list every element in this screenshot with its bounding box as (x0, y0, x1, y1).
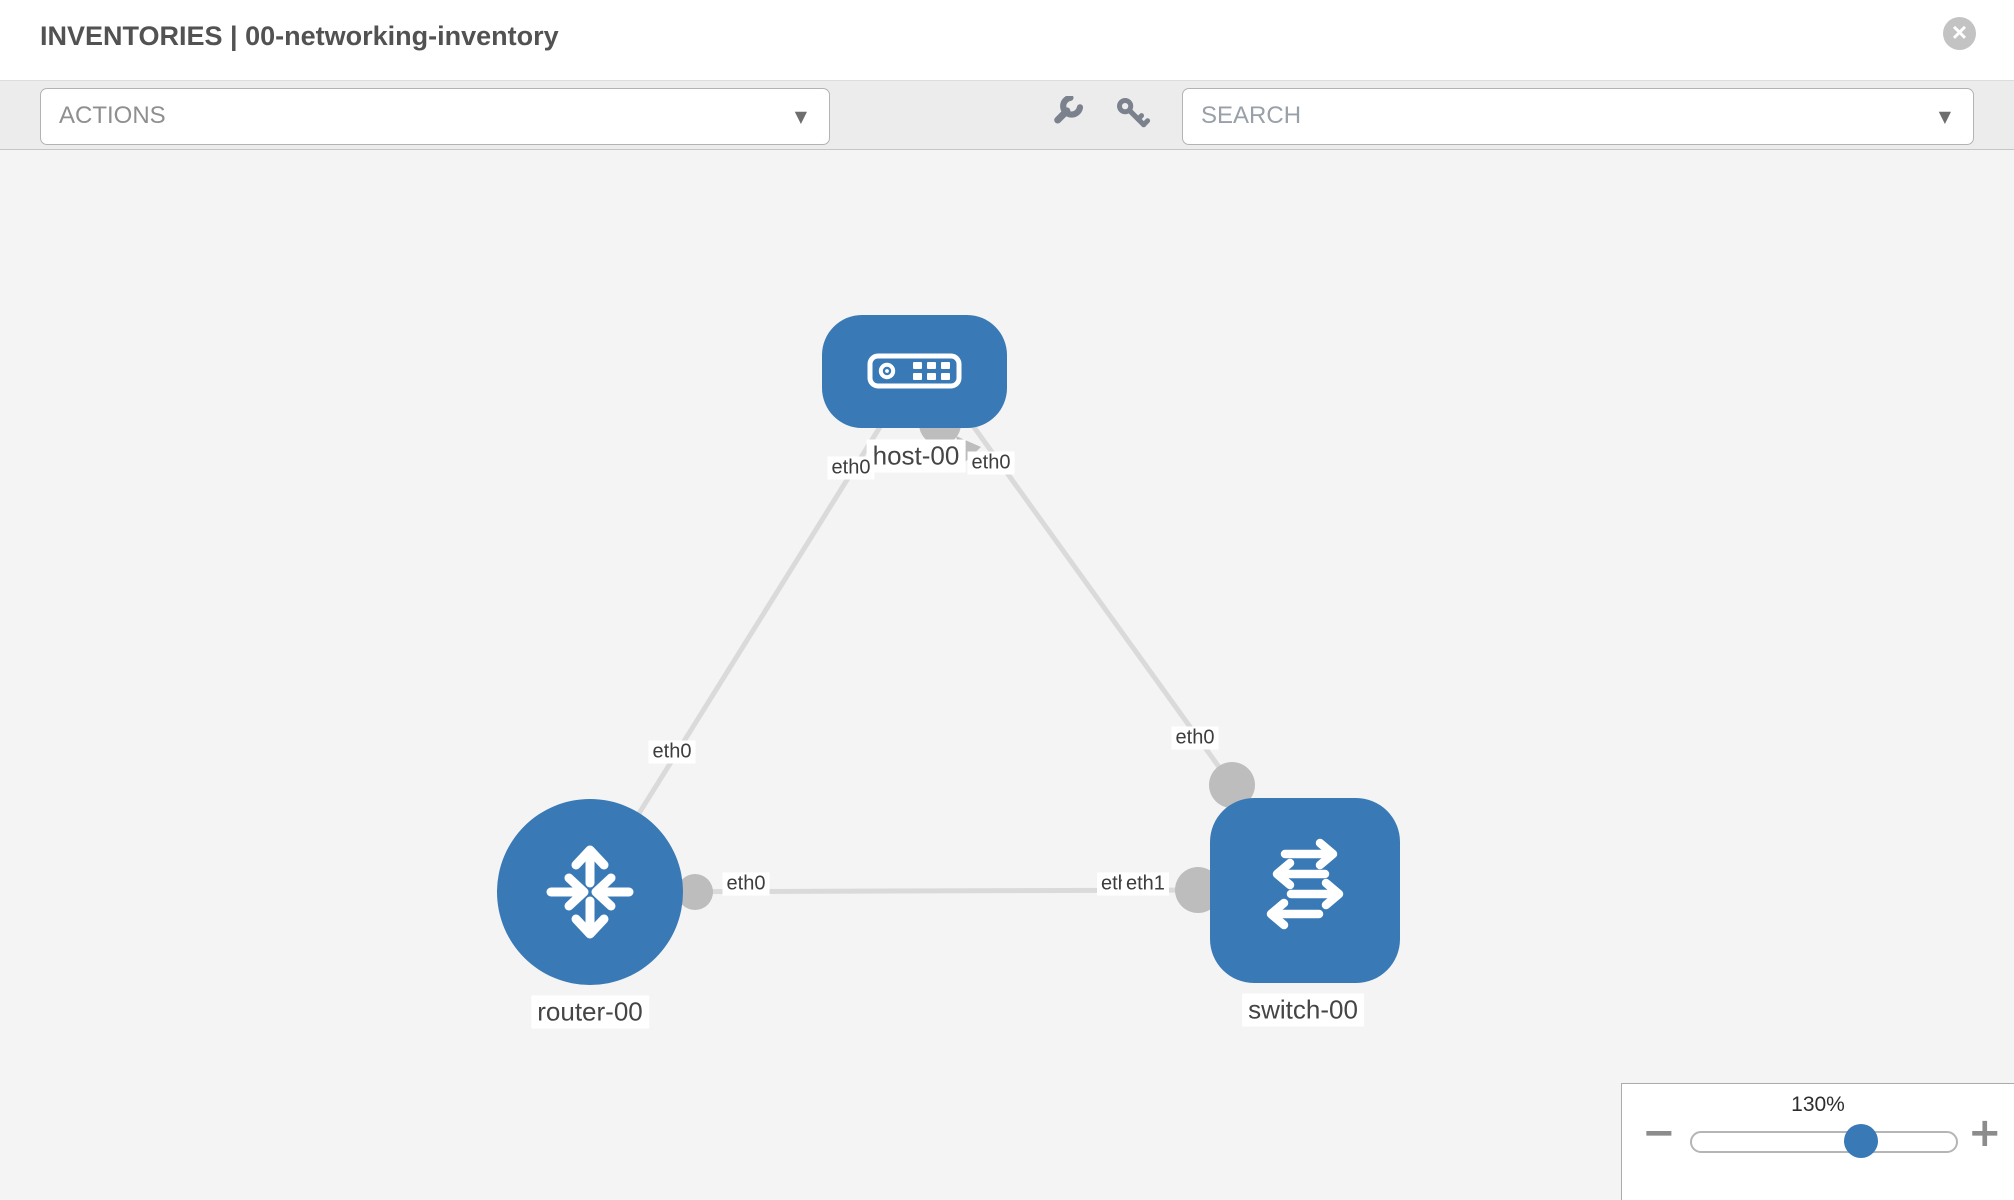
topology-canvas[interactable]: host-00 router-00 switch-00 eth0 eth0 et… (0, 150, 2014, 1200)
server-icon (867, 353, 962, 389)
page-title: INVENTORIES | 00-networking-inventory (40, 21, 559, 51)
zoom-in-button[interactable]: + (1968, 1110, 2002, 1156)
node-label-host: host-00 (866, 439, 966, 473)
actions-dropdown-label: ACTIONS (59, 102, 166, 129)
interface-label-switch-top: eth0 (1171, 726, 1219, 750)
header-bar: INVENTORIES | 00-networking-inventory × (0, 0, 2014, 80)
key-icon[interactable] (1115, 96, 1151, 137)
search-placeholder: SEARCH (1201, 102, 1302, 129)
actions-dropdown[interactable]: ACTIONS ▼ (40, 88, 830, 145)
toolbar: ACTIONS ▼ SEARCH ▼ (0, 80, 2014, 150)
chevron-down-icon: ▼ (794, 107, 807, 126)
zoom-slider[interactable] (1690, 1124, 1958, 1158)
close-icon[interactable]: × (1943, 17, 1976, 50)
zoom-out-button[interactable]: − (1642, 1110, 1676, 1156)
endpoint-switch-eth0 (1209, 762, 1255, 808)
switch-icon (1266, 838, 1344, 930)
interface-label-host-right: eth0 (967, 451, 1015, 475)
node-label-router: router-00 (531, 995, 649, 1029)
node-label-switch: switch-00 (1242, 993, 1364, 1027)
endpoint-switch-eth1 (1175, 867, 1221, 913)
router-icon (546, 845, 634, 939)
edge-host-switch (937, 378, 1235, 787)
chevron-down-icon: ▼ (1938, 107, 1951, 126)
node-switch-00[interactable] (1210, 798, 1400, 983)
endpoint-router-eth0 (677, 874, 713, 910)
node-host-00[interactable] (822, 315, 1007, 428)
interface-label-host-left: eth0 (827, 456, 875, 480)
zoom-slider-knob[interactable] (1844, 1124, 1878, 1158)
interface-label-switch-left: eth1 (1122, 872, 1169, 896)
interface-label-router-host: eth0 (648, 740, 696, 764)
zoom-control-panel: 130% − + (1621, 1083, 2014, 1200)
topology-edges (587, 378, 1255, 913)
interface-label-router-switch: eth0 (722, 872, 770, 896)
zoom-level-value: 130% (1791, 1093, 1845, 1116)
search-input[interactable]: SEARCH ▼ (1182, 88, 1974, 145)
node-router-00[interactable] (497, 799, 683, 985)
wrench-icon[interactable] (1048, 94, 1084, 137)
